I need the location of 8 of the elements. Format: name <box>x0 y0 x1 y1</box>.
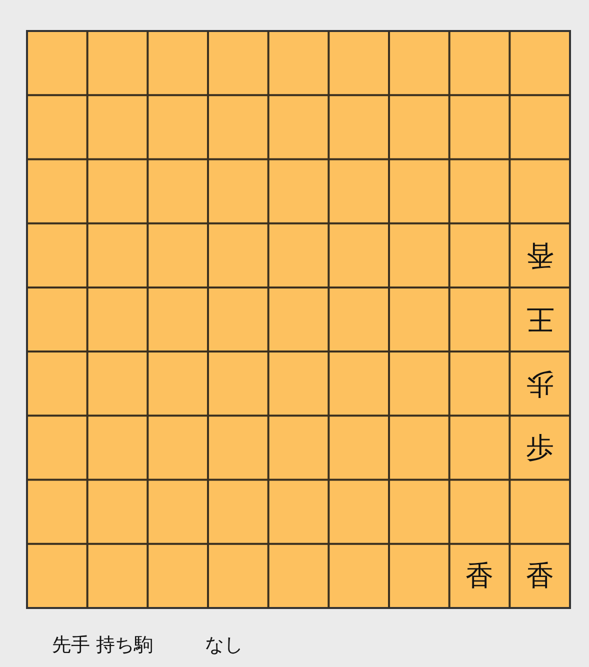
shogi-piece: 王 <box>524 302 555 339</box>
shogi-piece: 香 <box>524 238 555 274</box>
captured-pieces-text: なし <box>205 633 243 658</box>
shogi-piece: 香 <box>524 558 555 594</box>
captured-pieces-text: 先手 持ち駒 <box>52 633 154 658</box>
shogi-piece: 香 <box>464 558 494 594</box>
shogi-piece: 歩 <box>524 430 555 466</box>
shogi-piece: 歩 <box>524 366 555 403</box>
